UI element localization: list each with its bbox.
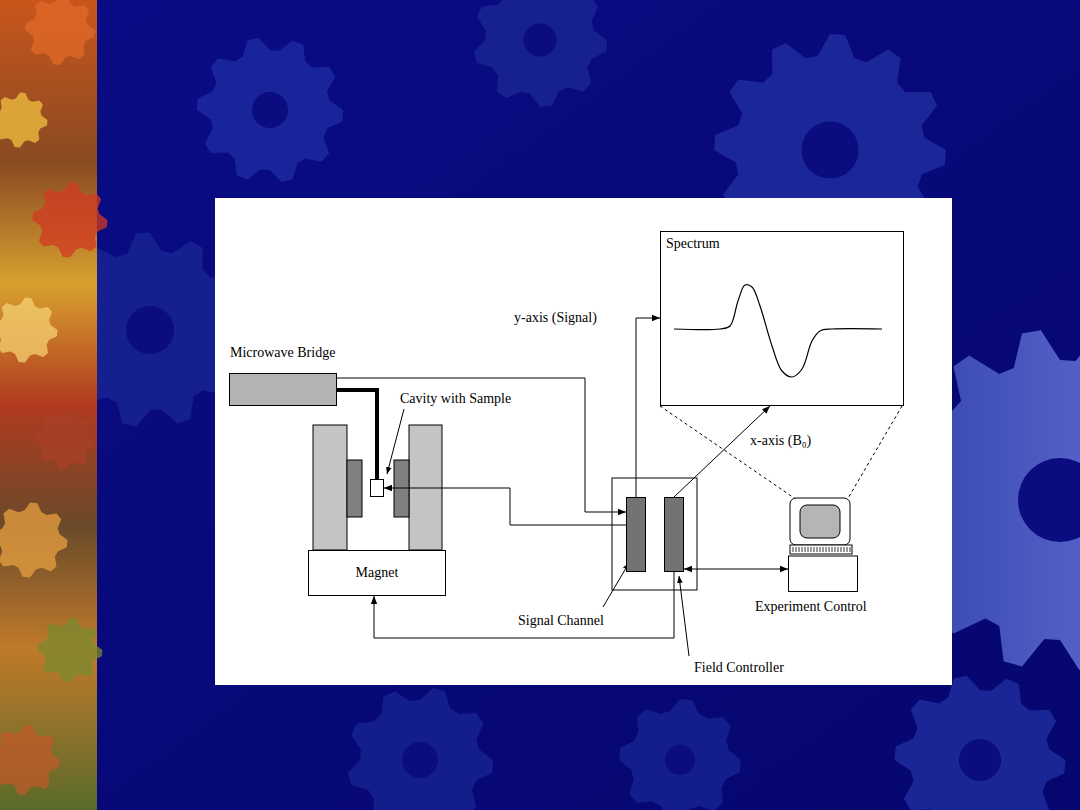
field-controller: Field Controller xyxy=(664,497,684,572)
node-label: Spectrum xyxy=(666,236,898,252)
key xyxy=(808,547,809,552)
callout-label: Experiment Control xyxy=(755,599,867,615)
key xyxy=(817,547,818,552)
gear-decoration xyxy=(53,0,1080,810)
strip-gear xyxy=(0,93,48,148)
strip-gear xyxy=(25,0,95,65)
strip-gear xyxy=(33,183,108,258)
diagram-panel xyxy=(215,198,952,685)
gear-hub xyxy=(402,742,438,778)
key xyxy=(838,547,839,552)
key xyxy=(796,547,797,552)
magnet-yoke xyxy=(313,425,347,550)
gear-hub xyxy=(665,745,695,775)
signal-connector xyxy=(337,378,626,512)
signal-connector xyxy=(684,569,788,570)
signal-channel: Signal Channel xyxy=(626,497,646,572)
key xyxy=(799,547,800,552)
projection-line xyxy=(660,406,797,500)
strip-texture xyxy=(0,0,108,795)
key xyxy=(832,547,833,552)
gear-shape xyxy=(474,0,607,107)
signal-connector xyxy=(674,406,770,497)
callout-label: Microwave Bridge xyxy=(230,345,335,361)
key xyxy=(841,547,842,552)
key xyxy=(823,547,824,552)
axis-label: x-axis (B₀) xyxy=(748,433,813,449)
gear-shape xyxy=(197,38,343,183)
gear-hub xyxy=(126,306,174,354)
monitor xyxy=(790,498,850,545)
key xyxy=(826,547,827,552)
microwave-bridge: Microwave Bridge xyxy=(229,373,337,406)
leader-line xyxy=(679,576,689,656)
callout-label: Field Controller xyxy=(694,660,784,676)
callout-label: Cavity with Sample xyxy=(400,391,511,407)
node-label: Magnet xyxy=(356,565,399,581)
gear-hub xyxy=(802,122,859,179)
computer-base xyxy=(789,556,858,592)
waveguide xyxy=(337,390,377,479)
pole-piece xyxy=(347,460,362,517)
key xyxy=(793,547,794,552)
key xyxy=(850,547,851,552)
spectrum-curve xyxy=(660,231,902,406)
strip-gear xyxy=(0,725,60,795)
gear-shape xyxy=(348,688,493,810)
axis-label: y-axis (Signal) xyxy=(512,310,599,326)
console-enclosure xyxy=(612,478,697,590)
gear-hub xyxy=(959,739,1001,781)
callout-label: Signal Channel xyxy=(518,613,604,629)
gear-hub xyxy=(1018,458,1080,542)
signal-connector xyxy=(384,488,626,525)
strip-gear xyxy=(0,503,68,578)
control-computer: Experiment Control xyxy=(788,497,858,592)
key xyxy=(844,547,845,552)
gear-hub xyxy=(252,92,288,128)
leader-line xyxy=(387,409,404,474)
gear-hub xyxy=(524,24,557,57)
key xyxy=(802,547,803,552)
key xyxy=(814,547,815,552)
projection-line xyxy=(847,406,902,500)
keyboard xyxy=(790,545,852,554)
key xyxy=(847,547,848,552)
derivative-line xyxy=(674,285,882,377)
strip-gear xyxy=(35,410,95,470)
computer-icon xyxy=(788,497,858,592)
spectrum-display: Spectrum xyxy=(660,231,904,406)
signal-connector xyxy=(636,318,660,497)
key xyxy=(835,547,836,552)
key xyxy=(805,547,806,552)
key xyxy=(811,547,812,552)
magnet-base: Magnet xyxy=(308,550,446,596)
screen xyxy=(800,505,840,538)
strip-gear xyxy=(0,298,58,363)
gear-shape xyxy=(895,676,1066,810)
gear-shape xyxy=(619,699,741,810)
sample-cavity: Cavity with Sample xyxy=(370,479,384,497)
key xyxy=(820,547,821,552)
key xyxy=(829,547,830,552)
strip-gear xyxy=(38,618,103,683)
